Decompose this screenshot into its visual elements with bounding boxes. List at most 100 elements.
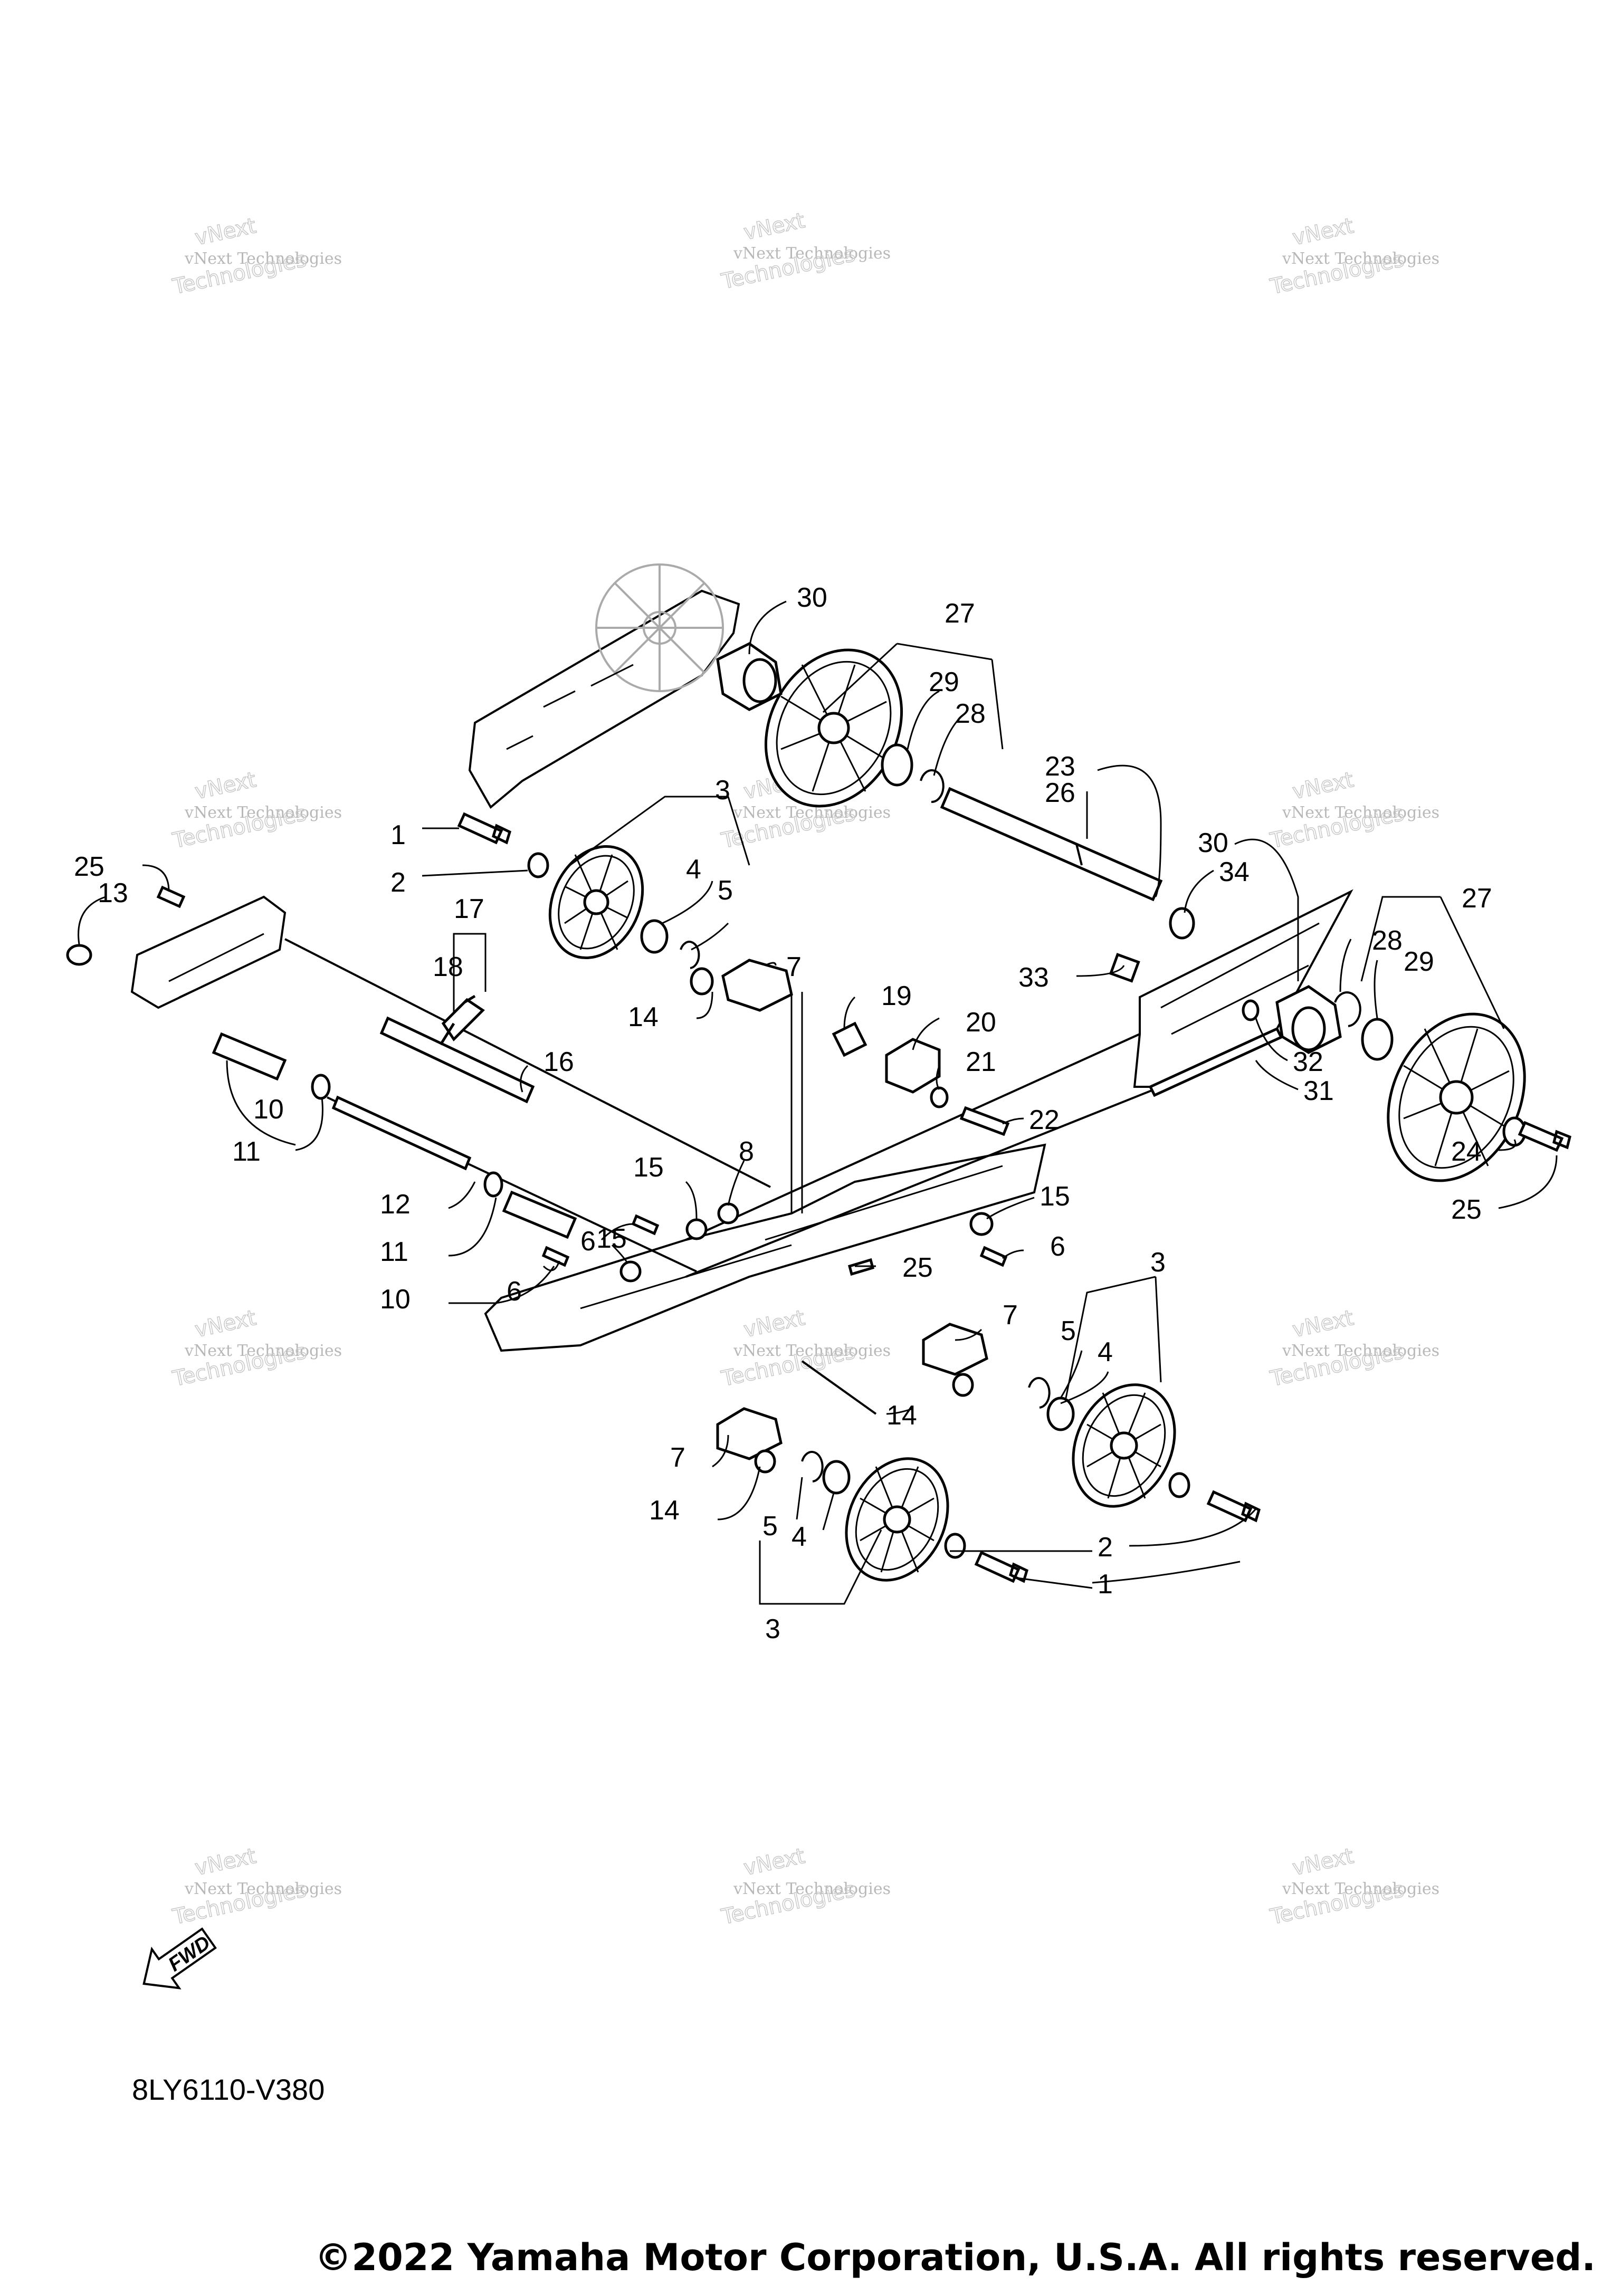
bolt-1-left: [974, 1551, 1029, 1583]
bracket-7-top: [721, 959, 793, 1012]
idler-wheel-27-right: [1387, 1012, 1526, 1182]
callout-23: 23: [1045, 751, 1075, 782]
bolt-25-front: [156, 885, 186, 908]
nut-13: [66, 944, 92, 966]
svg-text:vNext Technologies: vNext Technologies: [184, 1342, 342, 1360]
nut-32: [1242, 999, 1260, 1021]
bracket-7-right: [922, 1323, 988, 1376]
svg-text:vNext Technologies: vNext Technologies: [184, 250, 342, 268]
callout-33: 33: [1018, 962, 1049, 993]
callout-30: 30: [797, 582, 827, 613]
svg-text:vNext Technologies: vNext Technologies: [184, 803, 342, 822]
callout-21: 21: [966, 1047, 996, 1077]
shaft-line-top: [284, 938, 771, 1188]
callout-34: 34: [1219, 857, 1250, 887]
callout-14: 14: [628, 1002, 659, 1032]
idler-wheel-3-top: [548, 845, 644, 960]
callout-5: 5: [718, 875, 733, 906]
fwd-arrow-icon: FWD: [142, 1927, 217, 1989]
callout-4: 4: [792, 1522, 807, 1552]
callout-5: 5: [1061, 1316, 1076, 1346]
callout-5: 5: [762, 1511, 778, 1542]
watermark: vNext vNext Technologies Technologies: [170, 1305, 342, 1392]
nut-8: [717, 1202, 739, 1224]
pivot-arm-17: [439, 994, 485, 1046]
svg-text:vNext: vNext: [1290, 768, 1356, 804]
callout-14: 14: [649, 1495, 680, 1526]
washer-2-right: [1168, 1472, 1190, 1498]
callout-25: 25: [74, 852, 104, 882]
callout-16: 16: [543, 1047, 574, 1077]
callout-2: 2: [390, 867, 406, 898]
callout-11: 11: [232, 1136, 261, 1167]
svg-text:vNext Technologies: vNext Technologies: [184, 1880, 342, 1898]
svg-text:vNext Technologies: vNext Technologies: [1282, 250, 1439, 268]
hub-30-right: [1275, 985, 1342, 1054]
callout-15: 15: [633, 1152, 664, 1183]
bolt-long: [801, 1360, 877, 1415]
callout-25: 25: [1451, 1194, 1482, 1225]
callout-27: 27: [1462, 883, 1492, 914]
bolt-6-right: [979, 1246, 1008, 1267]
svg-text:vNext: vNext: [1290, 214, 1356, 250]
callout-15: 15: [596, 1223, 627, 1254]
callout-6: 6: [580, 1226, 596, 1257]
callout-18: 18: [433, 952, 463, 982]
watermark: vNext vNext Technologies Technologies: [1267, 213, 1439, 300]
washer-2-left: [944, 1533, 966, 1559]
svg-text:vNext: vNext: [193, 1306, 258, 1342]
circlip-5-left: [801, 1451, 824, 1482]
svg-text:vNext Technologies: vNext Technologies: [1282, 1342, 1439, 1360]
bolt-1-right: [1206, 1490, 1261, 1523]
circlip-28-top: [920, 769, 945, 803]
svg-text:vNext Technologies: vNext Technologies: [733, 1880, 891, 1898]
callout-26: 26: [1045, 778, 1075, 808]
svg-text:vNext: vNext: [193, 214, 258, 250]
bolt-6-mid: [631, 1214, 660, 1236]
hub-30-top: [716, 642, 783, 711]
leader-lines: [78, 600, 1558, 1605]
collar-19: [832, 1021, 867, 1057]
right-rail: [685, 889, 1353, 1278]
callout-1: 1: [1098, 1569, 1113, 1600]
spacer-10-bottom: [502, 1190, 577, 1239]
callout-6: 6: [1050, 1231, 1065, 1262]
callout-10: 10: [253, 1094, 284, 1125]
main-rail: [484, 992, 1046, 1352]
watermark: vNext vNext Technologies Technologies: [719, 208, 891, 294]
idler-wheel-3-left: [845, 1457, 949, 1582]
idler-wheel-3-right: [1072, 1383, 1176, 1508]
callout-7: 7: [1003, 1300, 1018, 1331]
callout-10: 10: [380, 1284, 411, 1315]
callout-1: 1: [390, 820, 406, 850]
watermark: vNext vNext Technologies Technologies: [1267, 1843, 1439, 1930]
spacer-10-top: [212, 1032, 287, 1081]
callout-27: 27: [945, 598, 975, 629]
svg-text:vNext Technologies: vNext Technologies: [1282, 803, 1439, 822]
callout-12: 12: [380, 1189, 411, 1220]
callout-13: 13: [98, 878, 128, 908]
bolt-1-top: [457, 812, 512, 845]
diagram-code: 8LY6110-V380: [132, 2073, 325, 2106]
callout-30: 30: [1198, 828, 1228, 858]
svg-text:vNext Technologies: vNext Technologies: [733, 244, 891, 263]
shaft-16: [379, 1016, 535, 1104]
callout-29: 29: [1404, 946, 1434, 977]
bracket-7-left: [716, 1407, 783, 1460]
watermark: vNext vNext Technologies Technologies: [719, 1843, 891, 1930]
circlip-5-right: [1028, 1377, 1051, 1409]
bolt-31: [1148, 1027, 1283, 1097]
callout-2: 2: [1098, 1532, 1113, 1563]
callout-32: 32: [1293, 1047, 1323, 1077]
watermark: vNext vNext Technologies Technologies: [170, 767, 342, 854]
svg-text:vNext: vNext: [741, 208, 807, 245]
callout-28: 28: [955, 699, 986, 729]
nut-14-left: [754, 1449, 776, 1474]
svg-text:vNext: vNext: [193, 1844, 258, 1880]
rear-rail-left: [468, 563, 740, 809]
nut-14-right: [952, 1373, 974, 1397]
washer-11-bottom: [483, 1171, 503, 1198]
bolt-6-left: [541, 1246, 570, 1267]
callout-3: 3: [765, 1614, 780, 1644]
